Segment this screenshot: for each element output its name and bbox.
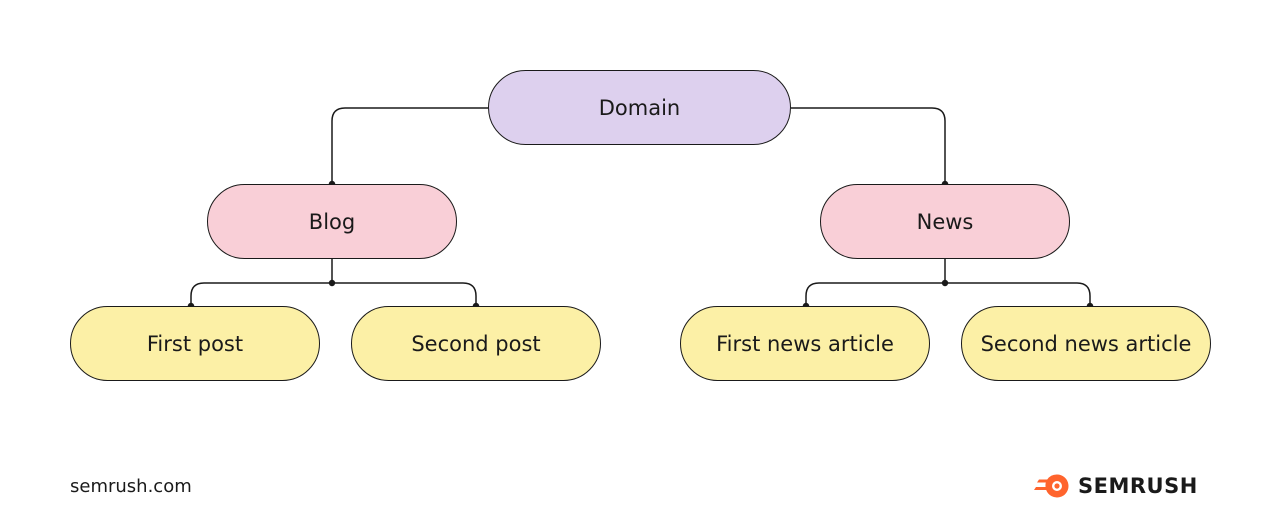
connector-domain-blog [331,107,488,184]
connector-dot [941,279,949,287]
connector-news-second-article [945,282,1091,306]
node-first-post: First post [70,306,320,381]
node-first-news-article: First news article [680,306,930,381]
semrush-flame-icon [1034,474,1069,498]
connector-domain-news [791,107,946,184]
connector-dot [328,279,336,287]
node-second-post: Second post [351,306,601,381]
connector-blog-first-post [190,282,332,306]
brand-wordmark: SEMRUSH [1078,474,1198,498]
node-news: News [820,184,1070,259]
connector-blog-second-post [332,282,477,306]
node-blog: Blog [207,184,457,259]
node-second-news-article: Second news article [961,306,1211,381]
connector-news-first-article [805,282,945,306]
brand-logo: SEMRUSH [1032,473,1198,499]
node-domain: Domain [488,70,791,145]
footer-site-url: semrush.com [70,476,192,497]
